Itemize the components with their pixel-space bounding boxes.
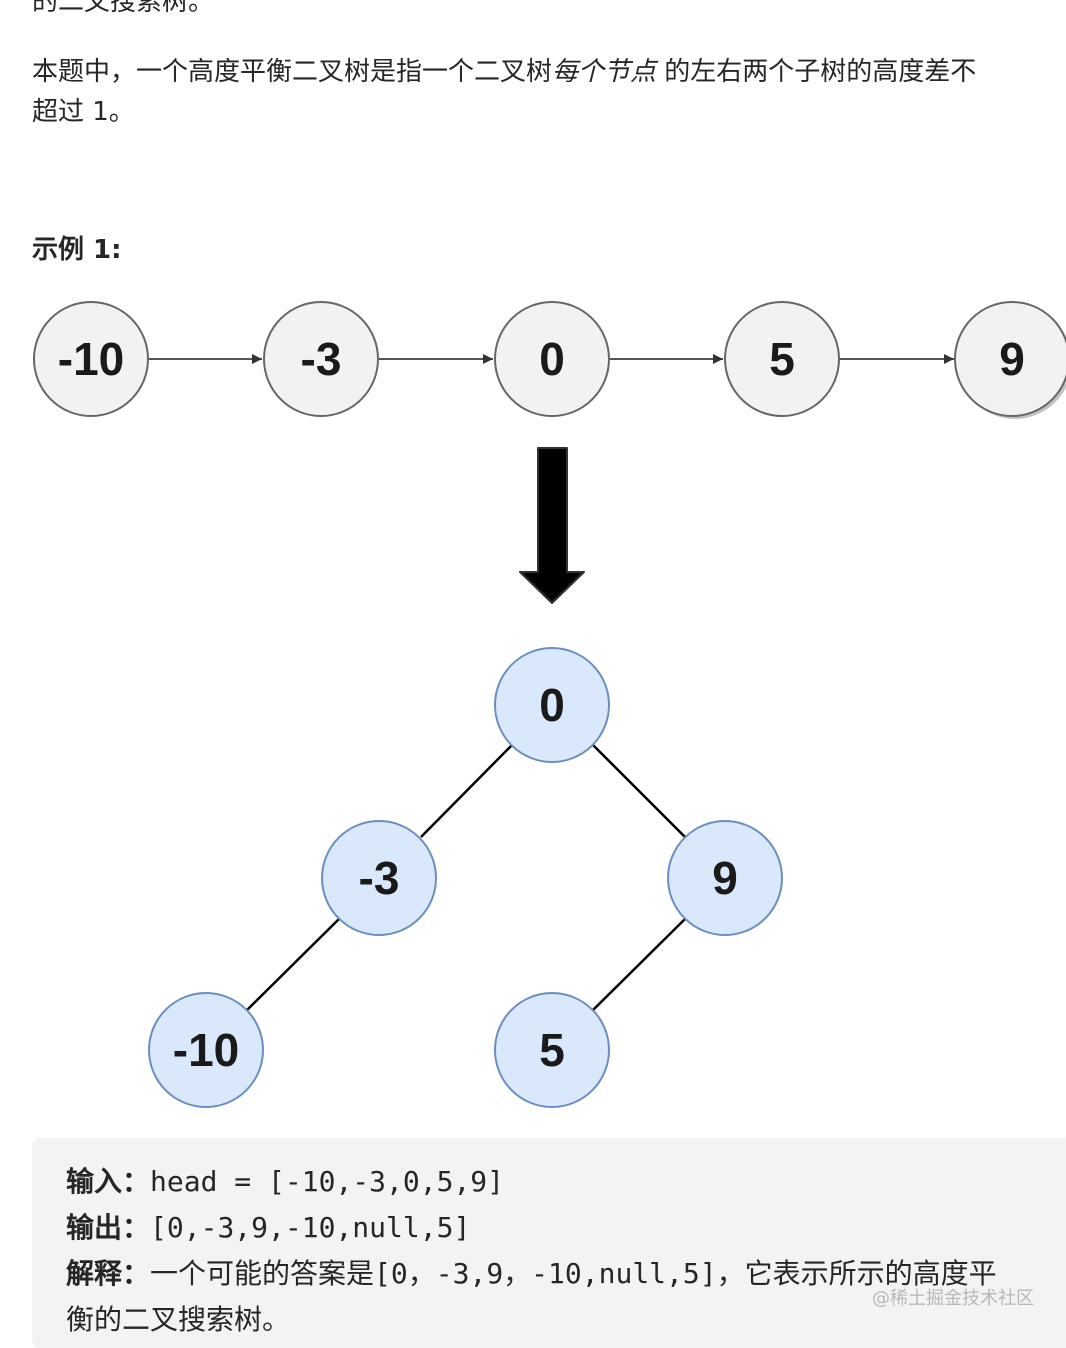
- svg-text:-10: -10: [58, 333, 124, 385]
- list-node-4: 5: [724, 301, 840, 417]
- svg-text:5: 5: [769, 333, 795, 385]
- tree-edge-root-right: [592, 744, 686, 838]
- svg-text:-10: -10: [173, 1024, 239, 1076]
- list-node-3: 0: [494, 301, 610, 417]
- list-node-2: -3: [263, 301, 379, 417]
- svg-text:9: 9: [999, 333, 1025, 385]
- explanation-suffix: ，它表示所示的高度平: [716, 1257, 997, 1290]
- tree-edge-root-left: [420, 744, 513, 838]
- tree-node-right: 9: [667, 820, 783, 936]
- svg-text:0: 0: [539, 679, 565, 731]
- transform-arrow: [519, 447, 585, 604]
- watermark: @稀土掘金技术社区: [872, 1288, 1034, 1309]
- tree-node-root: 0: [494, 647, 610, 763]
- explanation-value: [0，-3,9，-10,null,5]: [374, 1257, 717, 1290]
- intro-tail-text: 的二叉搜索树。: [32, 0, 215, 17]
- explanation-line: 解释：一个可能的答案是[0，-3,9，-10,null,5]，它表示所示的高度平: [66, 1252, 997, 1296]
- explanation-line-2: 衡的二叉搜索树。: [66, 1303, 291, 1336]
- explanation-label: 解释：: [66, 1257, 151, 1290]
- svg-text:5: 5: [539, 1024, 565, 1076]
- svg-text:0: 0: [539, 333, 565, 385]
- tree-node-left-left: -10: [148, 992, 264, 1108]
- svg-text:9: 9: [712, 852, 738, 904]
- tree-edge-left-leftleft: [246, 917, 341, 1011]
- list-node-1: -10: [33, 301, 149, 417]
- svg-text:-3: -3: [359, 852, 400, 904]
- example-code-block: [32, 1138, 1066, 1348]
- tree-edge-right-rightleft: [592, 917, 687, 1011]
- input-value: head = [-10,-3,0,5,9]: [150, 1165, 505, 1198]
- output-label: 输出：: [66, 1211, 151, 1244]
- explanation-prefix: 一个可能的答案是: [150, 1257, 375, 1290]
- example-title: 示例 1:: [32, 235, 122, 265]
- description-line-1: 本题中，一个高度平衡二叉树是指一个二叉树每个节点 的左右两个子树的高度差不: [32, 54, 976, 90]
- description-prefix: 本题中，一个高度平衡二叉树是指一个二叉树: [32, 57, 553, 87]
- svg-text:-3: -3: [301, 333, 342, 385]
- description-suffix: 的左右两个子树的高度差不: [664, 57, 977, 87]
- output-value: [0,-3,9,-10,null,5]: [150, 1211, 471, 1244]
- tree-node-right-left: 5: [494, 992, 610, 1108]
- output-line: 输出：[0,-3,9,-10,null,5]: [66, 1206, 470, 1250]
- description-emphasis: 每个节点: [552, 57, 657, 87]
- description-line-2: 超过 1。: [32, 97, 135, 127]
- input-label: 输入：: [66, 1165, 151, 1198]
- tree-node-left: -3: [321, 820, 437, 936]
- list-node-5: 9: [954, 301, 1066, 419]
- input-line: 输入：head = [-10,-3,0,5,9]: [66, 1160, 504, 1204]
- list-to-tree-diagram: -10 -3 0 5 9 0 -3 9 -10 5: [33, 301, 1066, 1108]
